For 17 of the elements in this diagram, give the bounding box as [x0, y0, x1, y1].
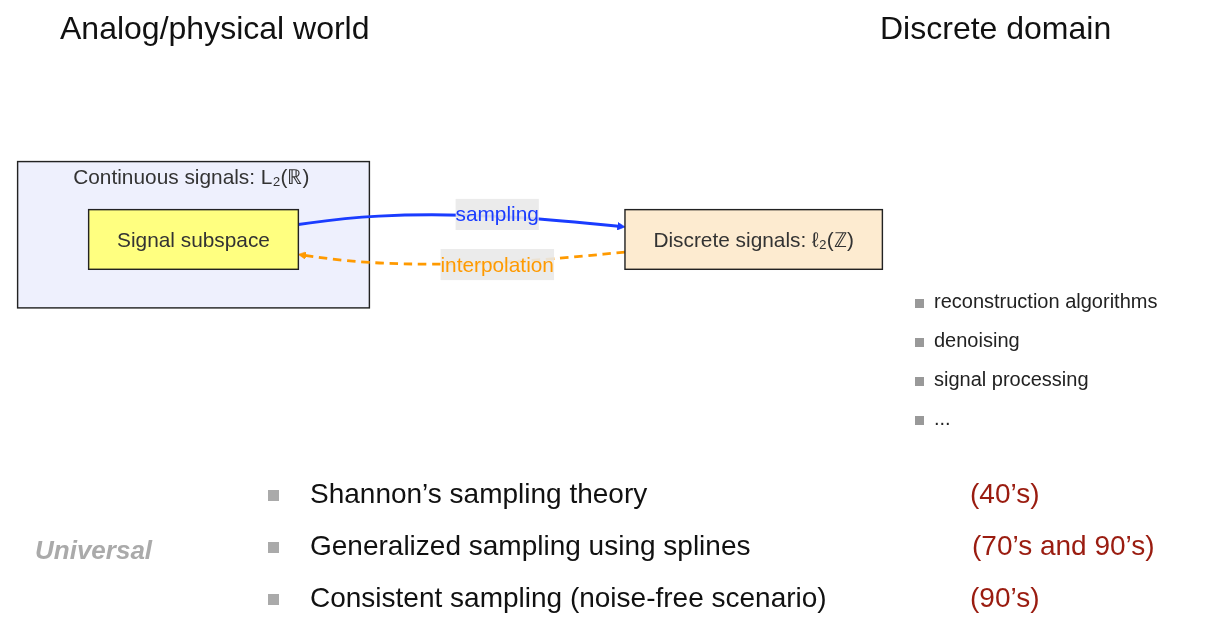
edge-label: interpolation — [440, 252, 554, 277]
node-box: Signal subspace — [87, 209, 300, 271]
bullet-text: ... — [934, 407, 951, 429]
bullet-text: Consistent sampling (noise-free scenario) — [310, 582, 827, 614]
bullet-text: denoising — [934, 329, 1020, 351]
bullet-text: signal processing — [934, 368, 1089, 390]
bullet-text: Shannon’s sampling theory — [310, 478, 648, 510]
heading: Analog/physical world — [60, 10, 370, 47]
heading: Discrete domain — [880, 10, 1112, 47]
node-box: Discrete signals: ℓ₂(ℤ) — [624, 209, 884, 271]
bullet-text: reconstruction algorithms — [934, 290, 1158, 312]
year-label: (90’s) — [970, 582, 1040, 614]
bullet-text: Generalized sampling using splines — [310, 530, 751, 562]
edge-label: sampling — [455, 202, 539, 227]
year-label: (40’s) — [970, 478, 1040, 510]
side-label: Universal — [35, 535, 153, 566]
year-label: (70’s and 90’s) — [972, 530, 1155, 562]
